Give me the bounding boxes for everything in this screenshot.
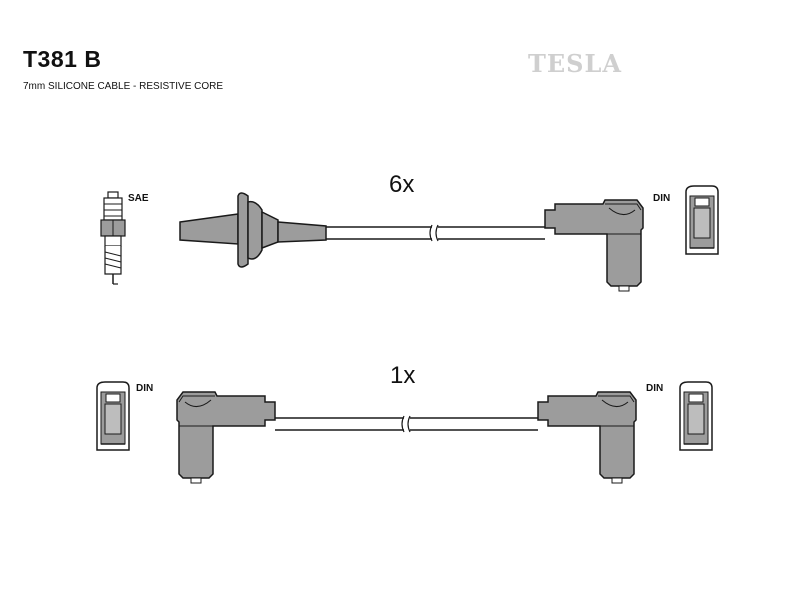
right-angle-boot-set-2-right xyxy=(537,391,637,484)
spark-plug-icon xyxy=(100,191,126,285)
cable-wire-set-1 xyxy=(326,224,545,242)
din-terminal-icon-set-2-right xyxy=(679,381,713,451)
right-angle-boot-set-1 xyxy=(544,199,644,292)
terminal-label-din-bottom-left: DIN xyxy=(136,383,154,394)
part-number-title: T381 B xyxy=(23,46,102,72)
right-angle-boot-set-2-left xyxy=(176,391,276,484)
din-terminal-icon-set-1-right xyxy=(685,185,719,255)
quantity-label-set-1: 6x xyxy=(389,171,415,198)
straight-boot-set-1 xyxy=(179,192,327,268)
terminal-label-din-bottom-right: DIN xyxy=(646,383,664,394)
cable-wire-set-2 xyxy=(275,415,538,433)
cable-description: 7mm SILICONE CABLE - RESISTIVE CORE xyxy=(23,81,224,92)
terminal-label-din-top-right: DIN xyxy=(653,193,671,204)
terminal-label-sae: SAE xyxy=(128,193,149,204)
din-terminal-icon-set-2-left xyxy=(96,381,130,451)
quantity-label-set-2: 1x xyxy=(390,362,416,389)
brand-logo-text: TESLA xyxy=(528,49,622,78)
